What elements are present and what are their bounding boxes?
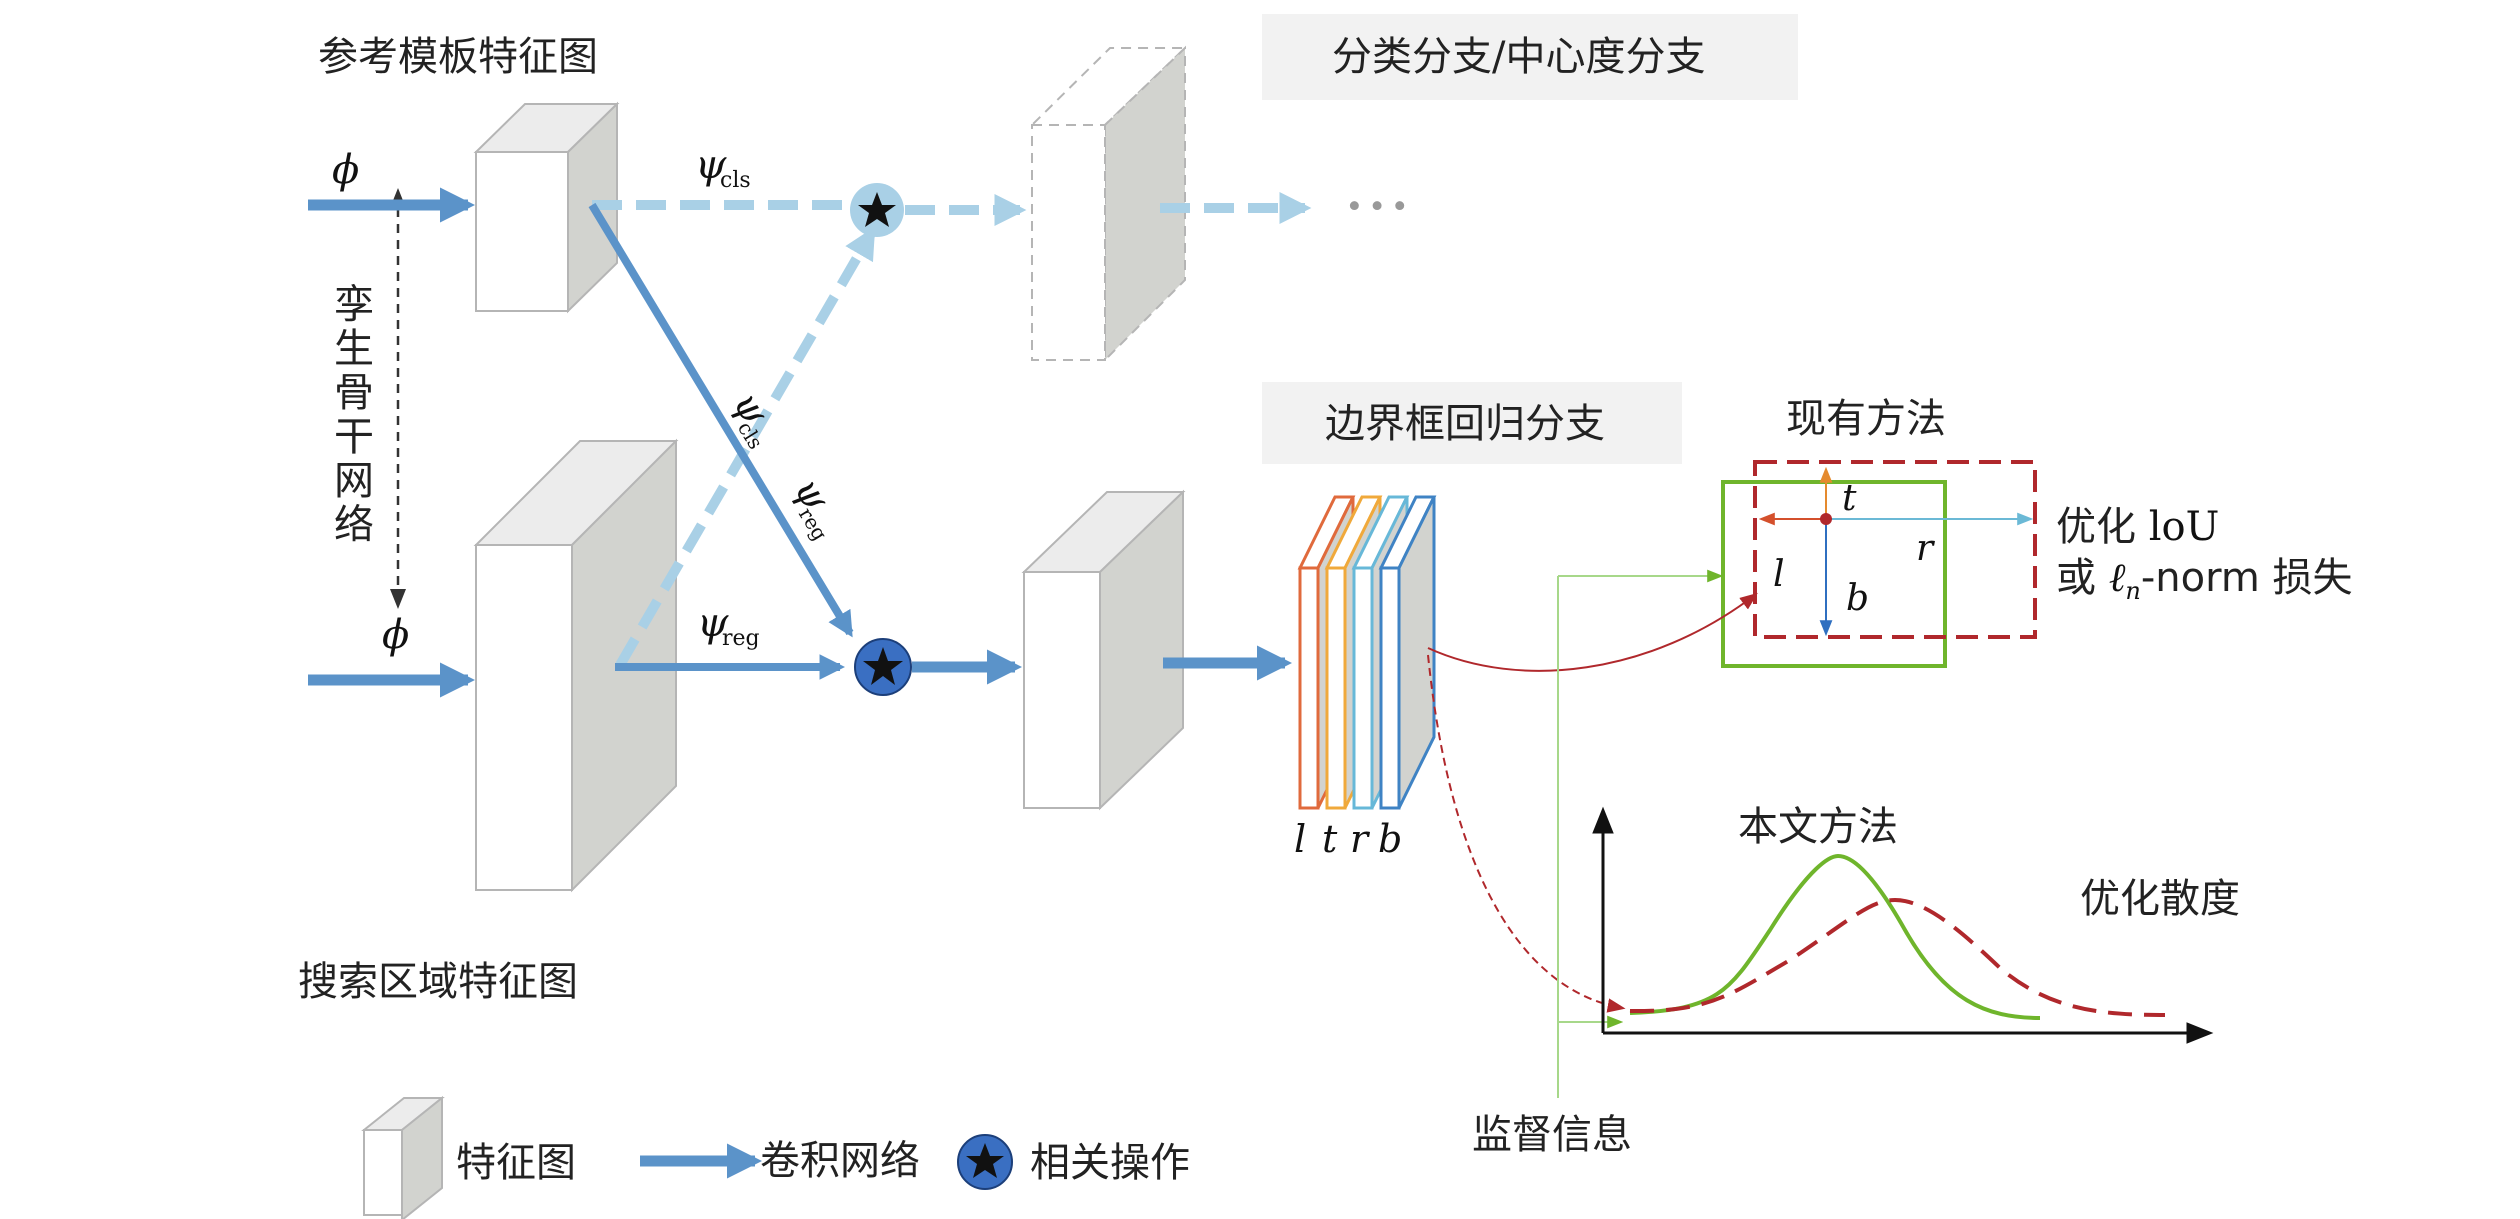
psi-reg-bottom-label: ψ reg bbox=[697, 600, 760, 651]
box-label-t: t bbox=[1842, 478, 1857, 519]
psi-cls-top-label: ψ cls bbox=[695, 142, 751, 193]
svg-text:干: 干 bbox=[334, 414, 374, 460]
reg-correlation-op bbox=[854, 638, 912, 696]
svg-text:孪: 孪 bbox=[334, 282, 374, 328]
reg-branch-label: 边界框回归分支 bbox=[1325, 401, 1605, 447]
box-label-r: r bbox=[1916, 528, 1935, 569]
cls-output-feature-map bbox=[1029, 45, 1188, 363]
our-method-label: 本文方法 bbox=[1738, 804, 1898, 850]
template-feature-map bbox=[473, 101, 620, 314]
ellipsis: ··· bbox=[1346, 178, 1414, 234]
optimize-iou-text: 优化 loU 或 ℓn-norm 损失 bbox=[2056, 504, 2353, 605]
to-our-method-arrow bbox=[1427, 654, 1626, 1013]
predicted-distribution-curve bbox=[1629, 897, 2166, 1017]
svg-text:网: 网 bbox=[334, 458, 374, 504]
anchor-point bbox=[1820, 513, 1832, 525]
target-distribution-curve bbox=[1629, 853, 2041, 1020]
legend-feature-map-label: 特征图 bbox=[456, 1140, 576, 1186]
svg-text:生: 生 bbox=[334, 326, 374, 372]
search-feature-map bbox=[473, 438, 679, 893]
supervision-label: 监督信息 bbox=[1472, 1112, 1632, 1158]
pred-box-dashed-red bbox=[1753, 460, 2037, 639]
legend-correlation-label: 相关操作 bbox=[1030, 1140, 1190, 1186]
cls-branch-label: 分类分支/中心度分支 bbox=[1332, 34, 1705, 80]
search-feature-label: 搜索区域特征图 bbox=[298, 959, 578, 1005]
box-label-b: b bbox=[1846, 578, 1869, 619]
svg-text:优化 loU: 优化 loU bbox=[2056, 504, 2219, 550]
channel-label-b: b bbox=[1378, 817, 1402, 861]
legend-correlation-icon bbox=[957, 1134, 1013, 1190]
svg-text:reg: reg bbox=[722, 626, 760, 651]
psi-cls-search-arrow bbox=[615, 226, 877, 668]
siamese-backbone-label: 孪 生 骨 干 网 络 bbox=[334, 282, 374, 548]
existing-method-label: 现有方法 bbox=[1786, 396, 1946, 442]
phi-bottom-label: ϕ bbox=[382, 612, 409, 658]
layer-b bbox=[1378, 495, 1437, 810]
cls-correlation-op bbox=[850, 183, 904, 237]
svg-text:骨: 骨 bbox=[334, 370, 374, 416]
box-label-l: l bbox=[1773, 554, 1785, 595]
reg-output-feature-map bbox=[1021, 489, 1186, 811]
channel-label-r: r bbox=[1350, 817, 1371, 861]
ltrb-output-layers bbox=[1297, 495, 1437, 810]
psi-reg-template-arrow bbox=[588, 202, 854, 638]
svg-text:ψ: ψ bbox=[695, 142, 727, 188]
phi-top-label: ϕ bbox=[332, 147, 359, 193]
channel-label-t: t bbox=[1322, 817, 1338, 861]
channel-label-l: l bbox=[1294, 817, 1306, 861]
svg-text:或 ℓn-norm 损失: 或 ℓn-norm 损失 bbox=[2056, 555, 2353, 605]
cls-branch-label-bg bbox=[1262, 14, 1798, 100]
svg-text:络: 络 bbox=[334, 502, 374, 548]
to-existing-method-arrow bbox=[1427, 592, 1758, 672]
legend-feature-map-icon bbox=[361, 1095, 445, 1219]
legend: 特征图 卷积网络 相关操作 bbox=[361, 1095, 1190, 1219]
template-feature-label: 参考模板特征图 bbox=[318, 34, 598, 80]
legend-conv-label: 卷积网络 bbox=[760, 1138, 920, 1184]
svg-text:ψ: ψ bbox=[697, 600, 729, 646]
optimize-divergence-label: 优化散度 bbox=[2080, 876, 2240, 922]
reg-branch-label-bg bbox=[1262, 382, 1682, 464]
svg-text:cls: cls bbox=[720, 168, 751, 193]
